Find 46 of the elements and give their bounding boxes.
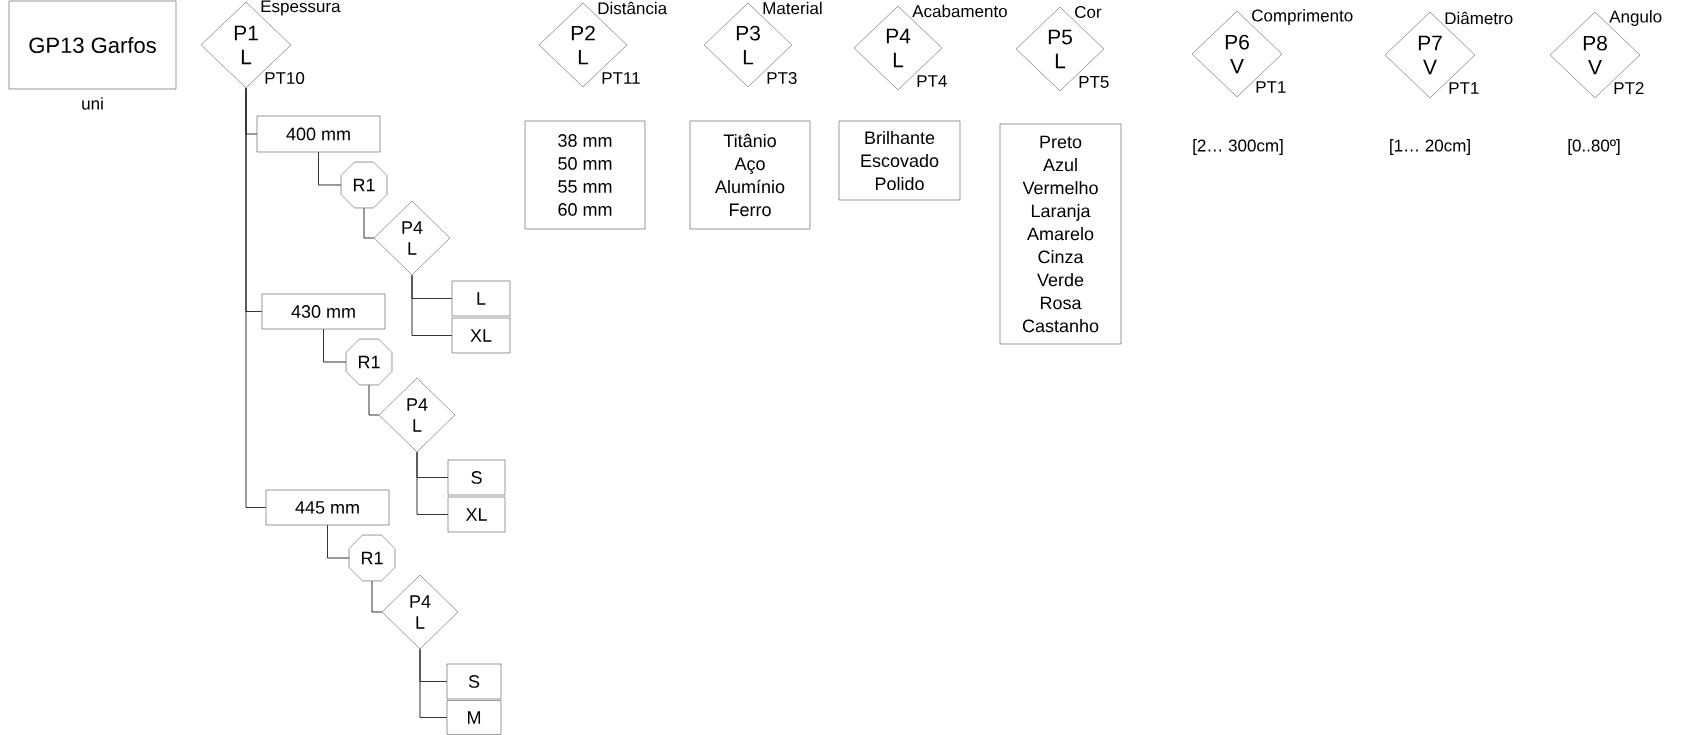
range-label: [1… 20cm] (1390, 139, 1470, 155)
parameter-name: Distância (598, 1, 668, 15)
value-list-box: Titânio Aço Alumínio Ferro (689, 120, 811, 230)
option-box: XL (451, 317, 511, 354)
option-box: L (451, 280, 511, 317)
parameter-type-label: PT2 (1614, 82, 1644, 94)
parameter-name: Angulo (1609, 10, 1662, 26)
connector-line (411, 274, 453, 336)
option-box: XL (447, 496, 506, 533)
value-list-box: Preto Azul Vermelho Laranja Amarelo Cinza Verde Rosa Castanho (999, 123, 1122, 345)
product-box: GP13 Garfos (8, 0, 177, 90)
value-list-box: 38 mm 50 mm 55 mm 60 mm (524, 120, 646, 230)
connector-line (371, 580, 383, 613)
parameter-type-label: PT4 (917, 75, 947, 87)
parameter-type-label: PT1 (1256, 81, 1286, 93)
value-list-box: Brilhante Escovado Polido (838, 120, 961, 201)
option-box: S (447, 459, 506, 496)
option-box: 445 mm (265, 489, 390, 526)
connector-line (416, 451, 449, 515)
parameter-type-label: PT11 (602, 72, 640, 84)
parameter-type-label: PT10 (265, 72, 305, 84)
parameter-name: Comprimento (1252, 9, 1353, 25)
rule-octagon: R1 (340, 161, 388, 209)
parameter-type-label: PT3 (767, 72, 797, 84)
parameter-name: Material (763, 1, 822, 15)
connector-line (368, 384, 380, 416)
parameter-name: Acabamento (912, 4, 1007, 18)
unit-label: uni (82, 97, 103, 110)
parameter-type-label: PT1 (1449, 82, 1479, 94)
range-label: [2… 300cm] (1193, 139, 1283, 155)
option-box: S (446, 663, 502, 700)
rule-octagon: R1 (345, 338, 393, 386)
connector-line (363, 207, 375, 239)
option-box: M (446, 700, 502, 735)
option-box: 430 mm (261, 293, 386, 330)
parameter-name: Diâmetro (1445, 11, 1513, 25)
connector-line (323, 328, 347, 363)
option-box: 400 mm (256, 115, 381, 153)
connector-line (318, 151, 342, 186)
connector-line (245, 87, 267, 508)
connector-line (419, 648, 448, 718)
rule-octagon: R1 (348, 534, 396, 582)
parameter-name: Cor (1075, 6, 1102, 18)
connector-line (327, 524, 350, 559)
parameter-name: Espessura (261, 0, 341, 16)
range-label: [0..80º] (1568, 139, 1620, 155)
